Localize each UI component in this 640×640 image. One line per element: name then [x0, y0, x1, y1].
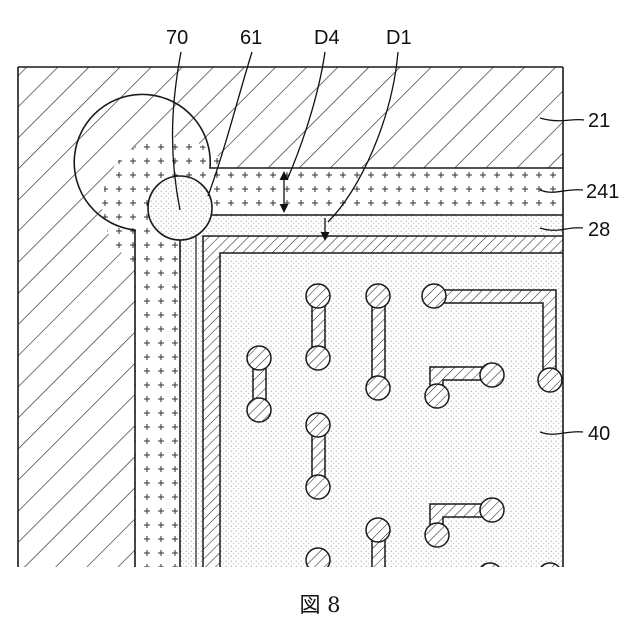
label-21: 21 — [588, 110, 610, 132]
label-28: 28 — [588, 219, 610, 241]
label-d1: D1 — [386, 27, 412, 49]
label-61: 61 — [240, 27, 262, 49]
label-d4: D4 — [314, 27, 340, 49]
label-70: 70 — [166, 27, 188, 49]
figure-caption: 図 8 — [299, 593, 340, 617]
label-241: 241 — [586, 181, 619, 203]
label-40: 40 — [588, 423, 610, 445]
